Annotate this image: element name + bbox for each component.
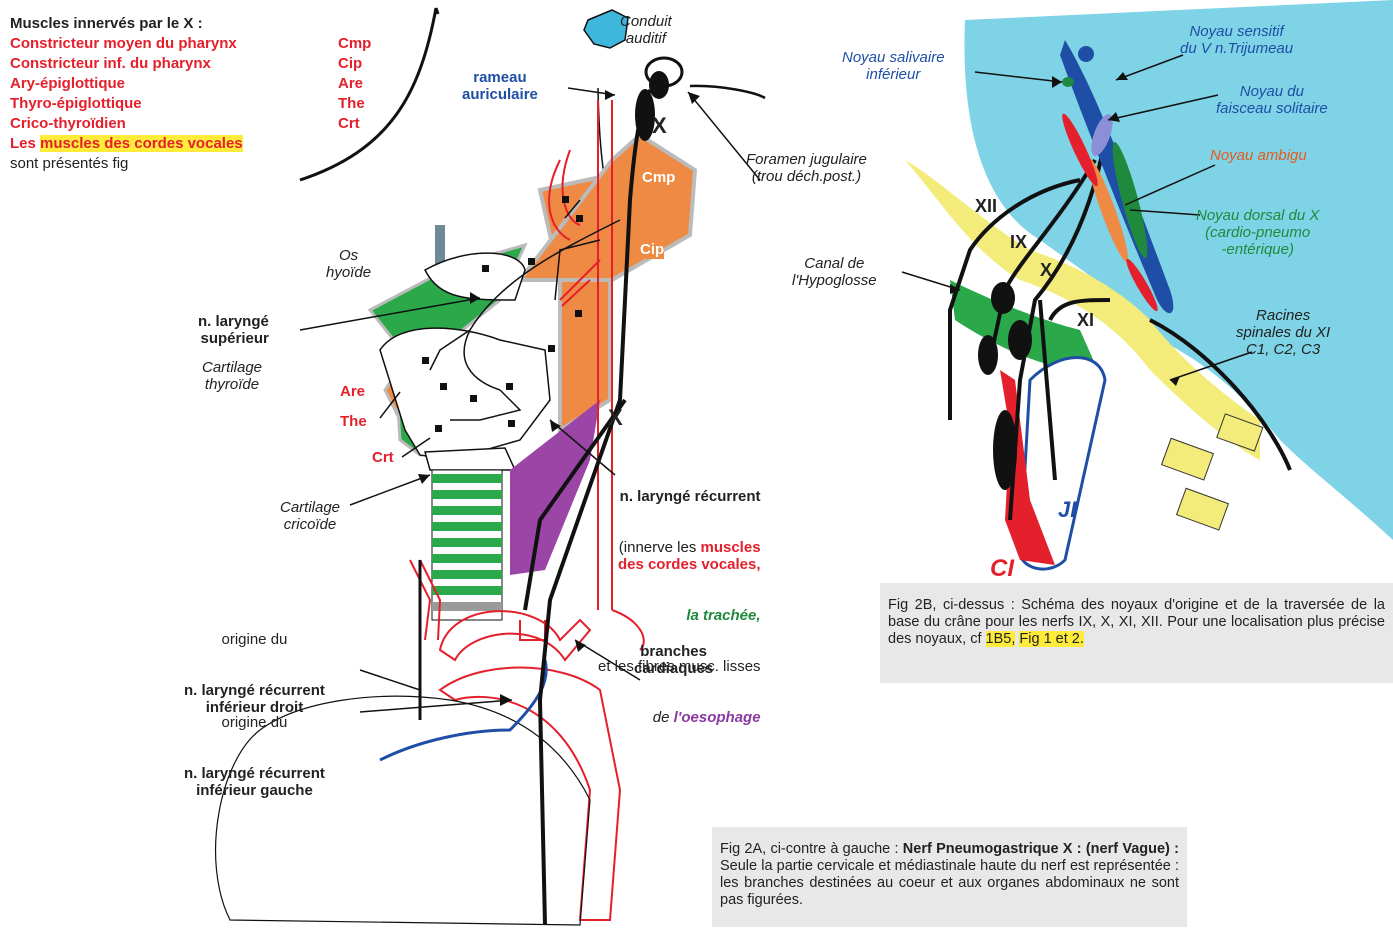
label-noyau-dorsal: Noyau dorsal du X (cardio-pneumo -entéri… xyxy=(1196,208,1319,258)
caption-fig2a: Fig 2A, ci-contre à gauche : Nerf Pneumo… xyxy=(712,827,1187,927)
nucleus-salivaire xyxy=(1062,77,1074,87)
ganglion-x-top xyxy=(649,71,669,99)
label-ci: CI xyxy=(990,556,1014,583)
caption-fig2a-prefix: Fig 2A, ci-contre à gauche : xyxy=(720,841,903,857)
label-canal-hypoglosse: Canal de l'Hypoglosse xyxy=(792,256,877,290)
cartilage-cricoide-shape xyxy=(425,448,515,470)
leader-origine-droit xyxy=(360,670,420,690)
trachea-ring xyxy=(432,506,502,515)
label-nerve-ix: IX xyxy=(1010,232,1027,252)
recurrent-title: n. laryngé récurrent xyxy=(598,488,761,505)
label-noyau-ambigu: Noyau ambigu xyxy=(1210,148,1307,165)
vertebrae xyxy=(1162,414,1263,530)
label-origine-gauche: origine du n. laryngé récurrent inférieu… xyxy=(184,680,325,816)
label-branches-cardiaques: branches cardiaques xyxy=(634,644,713,678)
label-nerve-x: X xyxy=(1040,260,1052,280)
ref-fig-link[interactable]: Fig 1 et 2. xyxy=(1019,631,1083,647)
label-racines-spinales: Racines spinales du XI C1, C2, C3 xyxy=(1236,308,1330,358)
label-cartilage-thyroide: Cartilage thyroïde xyxy=(202,360,262,394)
head-outline-top xyxy=(436,8,438,14)
recurrent-oesophage: l'oesophage xyxy=(674,709,761,726)
ganglion-ix xyxy=(991,282,1015,314)
trachea-ring xyxy=(432,586,502,595)
label-nerve-xii: XII xyxy=(975,196,997,216)
recurrent-de: de xyxy=(653,709,674,726)
recurrent-line1: (innerve les xyxy=(619,539,701,556)
label-foramen-jugulaire: Foramen jugulaire (trou déch.post.) xyxy=(746,152,867,186)
head-outline xyxy=(300,8,436,180)
label-noyau-solitaire: Noyau du faisceau solitaire xyxy=(1216,84,1328,118)
skull-base-line xyxy=(690,86,765,98)
label-the: The xyxy=(340,414,367,431)
vein-blue xyxy=(380,660,546,760)
label-x-lower: X xyxy=(608,406,623,431)
ref-1b5-link[interactable]: 1B5, xyxy=(986,631,1016,647)
label-nerve-xi: XI xyxy=(1077,310,1094,330)
trachea-ring xyxy=(432,554,502,563)
label-larynge-superieur: n. laryngé supérieur xyxy=(198,314,269,348)
trachea xyxy=(432,470,502,620)
trachea-ring xyxy=(432,602,502,611)
trachea-ring xyxy=(432,570,502,579)
trachea-ring xyxy=(432,474,502,483)
label-cmp: Cmp xyxy=(642,170,675,187)
recurrent-nerve-label: n. laryngé récurrent (innerve les muscle… xyxy=(598,454,761,743)
label-crt: Crt xyxy=(372,450,394,467)
trachea-ring xyxy=(432,538,502,547)
ganglion-x-inferior xyxy=(993,410,1017,490)
label-cip: Cip xyxy=(640,242,664,259)
origine-gauche-pre: origine du xyxy=(184,714,325,731)
trachea-ring xyxy=(432,522,502,531)
label-noyau-sensitif: Noyau sensitif du V n.Trijumeau xyxy=(1180,24,1293,58)
vertebra xyxy=(1162,438,1214,480)
label-are: Are xyxy=(340,384,365,401)
vertebra xyxy=(1177,488,1229,530)
label-x-upper: X xyxy=(652,114,667,139)
label-ji: JI xyxy=(1058,498,1076,523)
ganglion-x xyxy=(1008,320,1032,360)
recurrent-trachee: la trachée, xyxy=(598,607,761,624)
label-rameau-auriculaire: rameau auriculaire xyxy=(462,70,538,104)
caption-fig2a-text: Seule la partie cervicale et médiastinal… xyxy=(720,858,1179,908)
label-noyau-salivaire: Noyau salivaire inférieur xyxy=(842,50,945,84)
caption-fig2b: Fig 2B, ci-dessus : Schéma des noyaux d'… xyxy=(880,583,1393,683)
leader-cricoide xyxy=(350,475,430,505)
caption-fig2a-bold: Nerf Pneumogastrique X : (nerf Vague) : xyxy=(903,841,1179,857)
ganglion-xii xyxy=(978,335,998,375)
nucleus-sensitif-v-head xyxy=(1078,46,1094,62)
label-conduit-auditif: Conduit auditif xyxy=(620,14,672,48)
label-cartilage-cricoide: Cartilage cricoïde xyxy=(280,500,340,534)
origine-droit-pre: origine du xyxy=(184,631,325,648)
caption-fig2b-text: Fig 2B, ci-dessus : Schéma des noyaux d'… xyxy=(888,597,1385,647)
origine-gauche-name: n. laryngé récurrent inférieur gauche xyxy=(184,765,325,799)
trachea-ring xyxy=(432,490,502,499)
label-os-hyoide: Os hyoïde xyxy=(326,248,371,282)
